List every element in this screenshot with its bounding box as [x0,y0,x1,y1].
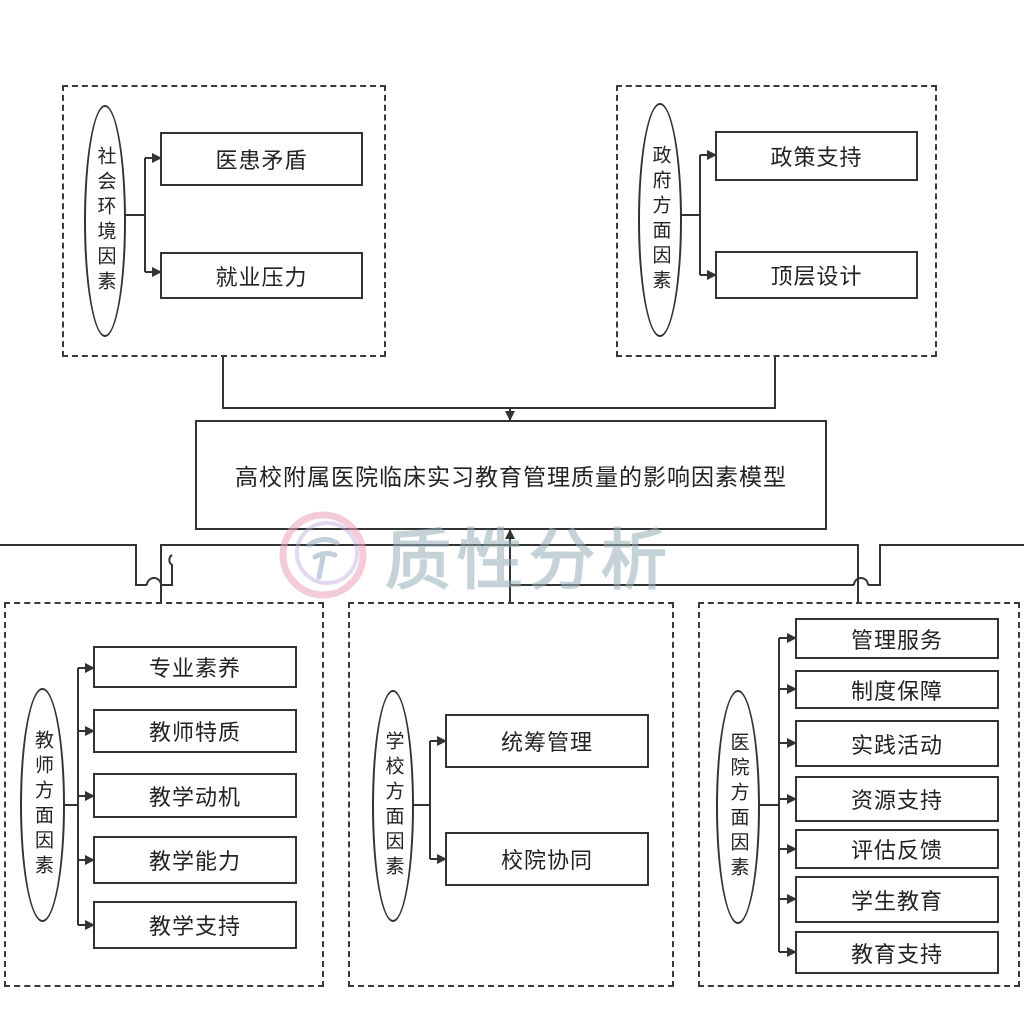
factor-box-school-1: 统筹管理 [445,714,649,768]
school-factors-group [348,602,674,987]
factor-box-hospital-7: 教育支持 [795,931,999,974]
hospital-factors-ellipse: 医院方面因素 [716,690,760,924]
factor-box-hospital-3: 实践活动 [795,720,999,767]
factor-box-hospital-6: 学生教育 [795,876,999,923]
teacher-bracket-line [63,668,79,925]
teacher-factors-ellipse: 教师方面因素 [20,688,65,922]
hospital-factors-group [698,602,1020,987]
factor-box-teacher-2: 教师特质 [93,709,297,753]
factor-box-teacher-5: 教学支持 [93,901,297,949]
bottom-left-inner-line [161,554,173,586]
factor-box-social-2: 就业压力 [160,252,363,299]
factor-box-hospital-4: 资源支持 [795,776,999,822]
hospital-factors-label: 医院方面因素 [727,732,750,882]
factor-box-government-2: 顶层设计 [715,251,918,299]
model-title-box: 高校附属医院临床实习教育管理质量的影响因素模型 [195,420,827,530]
school-factors-label: 学校方面因素 [382,731,405,881]
bottom-left-outer-line [0,544,147,586]
teacher-factors-label: 教师方面因素 [32,730,54,880]
factor-box-hospital-1: 管理服务 [795,618,999,659]
government-bracket-line [680,155,701,275]
factor-box-government-1: 政策支持 [715,131,918,181]
factor-box-teacher-3: 教学动机 [93,773,297,818]
social-factors-group [62,85,386,357]
social-bracket-line [124,157,158,273]
bottom-left-hop [146,577,162,586]
teacher-factors-group [4,602,324,987]
government-factors-ellipse: 政府方面因素 [638,103,682,337]
bottom-right-outer-line [868,544,1024,586]
factor-box-teacher-4: 教学能力 [93,836,297,884]
top-merge-line [222,357,776,409]
government-factors-label: 政府方面因素 [649,145,672,295]
factor-box-social-1: 医患矛盾 [160,132,363,186]
factor-box-teacher-1: 专业素养 [93,646,297,688]
factor-box-school-2: 校院协同 [445,832,649,886]
school-bracket-line [412,741,431,859]
factor-box-hospital-5: 评估反馈 [795,829,999,869]
social-factors-ellipse: 社会环境因素 [84,105,126,337]
factor-box-hospital-2: 制度保障 [795,670,999,709]
hospital-bracket-line [758,638,780,952]
bottom-right-hop [853,577,869,586]
school-factors-ellipse: 学校方面因素 [372,690,414,922]
government-factors-group [616,85,937,357]
social-factors-label: 社会环境因素 [94,146,117,296]
